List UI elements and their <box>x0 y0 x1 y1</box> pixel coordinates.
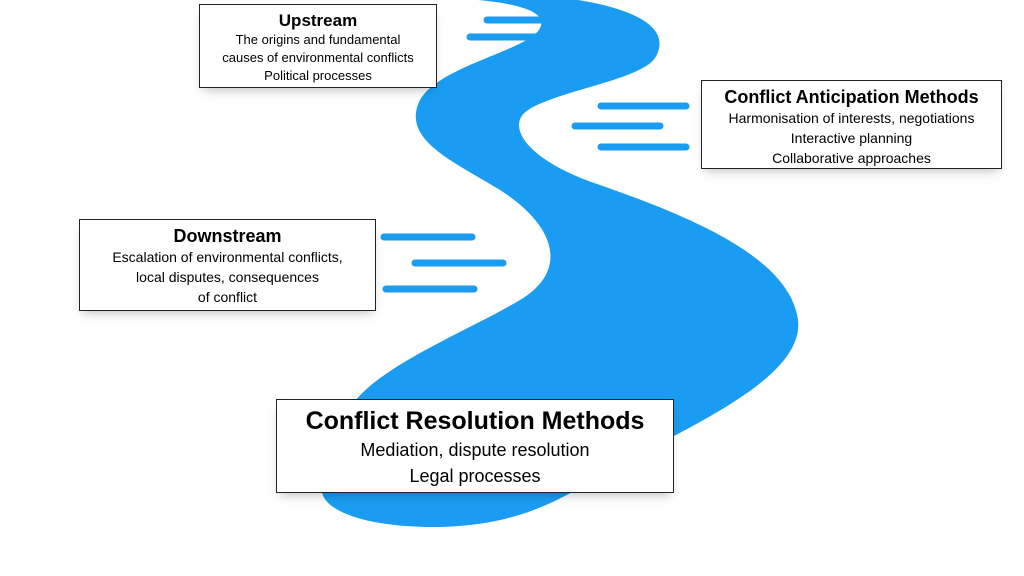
downstream-line: of conflict <box>197 289 258 305</box>
anticipation-title: Conflict Anticipation Methods <box>724 87 979 107</box>
resolution-line: Legal processes <box>409 466 541 486</box>
downstream-title: Downstream <box>173 226 282 246</box>
downstream-line: Escalation of environmental conflicts, <box>112 249 343 265</box>
anticipation-line: Interactive planning <box>790 130 913 146</box>
anticipation-box: Conflict Anticipation Methods Harmonisat… <box>701 80 1002 169</box>
resolution-title: Conflict Resolution Methods <box>305 407 645 435</box>
flow-lines <box>380 16 690 293</box>
upstream-line: causes of environmental conflicts <box>222 50 414 65</box>
anticipation-line: Harmonisation of interests, negotiations <box>728 110 975 126</box>
river-shape <box>321 0 799 528</box>
upstream-title: Upstream <box>278 11 358 30</box>
downstream-box: Downstream Escalation of environmental c… <box>79 219 376 311</box>
upstream-box: Upstream The origins and fundamental cau… <box>199 4 437 88</box>
downstream-line: local disputes, consequences <box>136 269 319 285</box>
upstream-line: Political processes <box>264 68 372 83</box>
upstream-line: The origins and fundamental <box>235 32 401 47</box>
resolution-box: Conflict Resolution Methods Mediation, d… <box>276 399 674 493</box>
anticipation-line: Collaborative approaches <box>772 150 931 166</box>
resolution-line: Mediation, dispute resolution <box>360 440 590 460</box>
